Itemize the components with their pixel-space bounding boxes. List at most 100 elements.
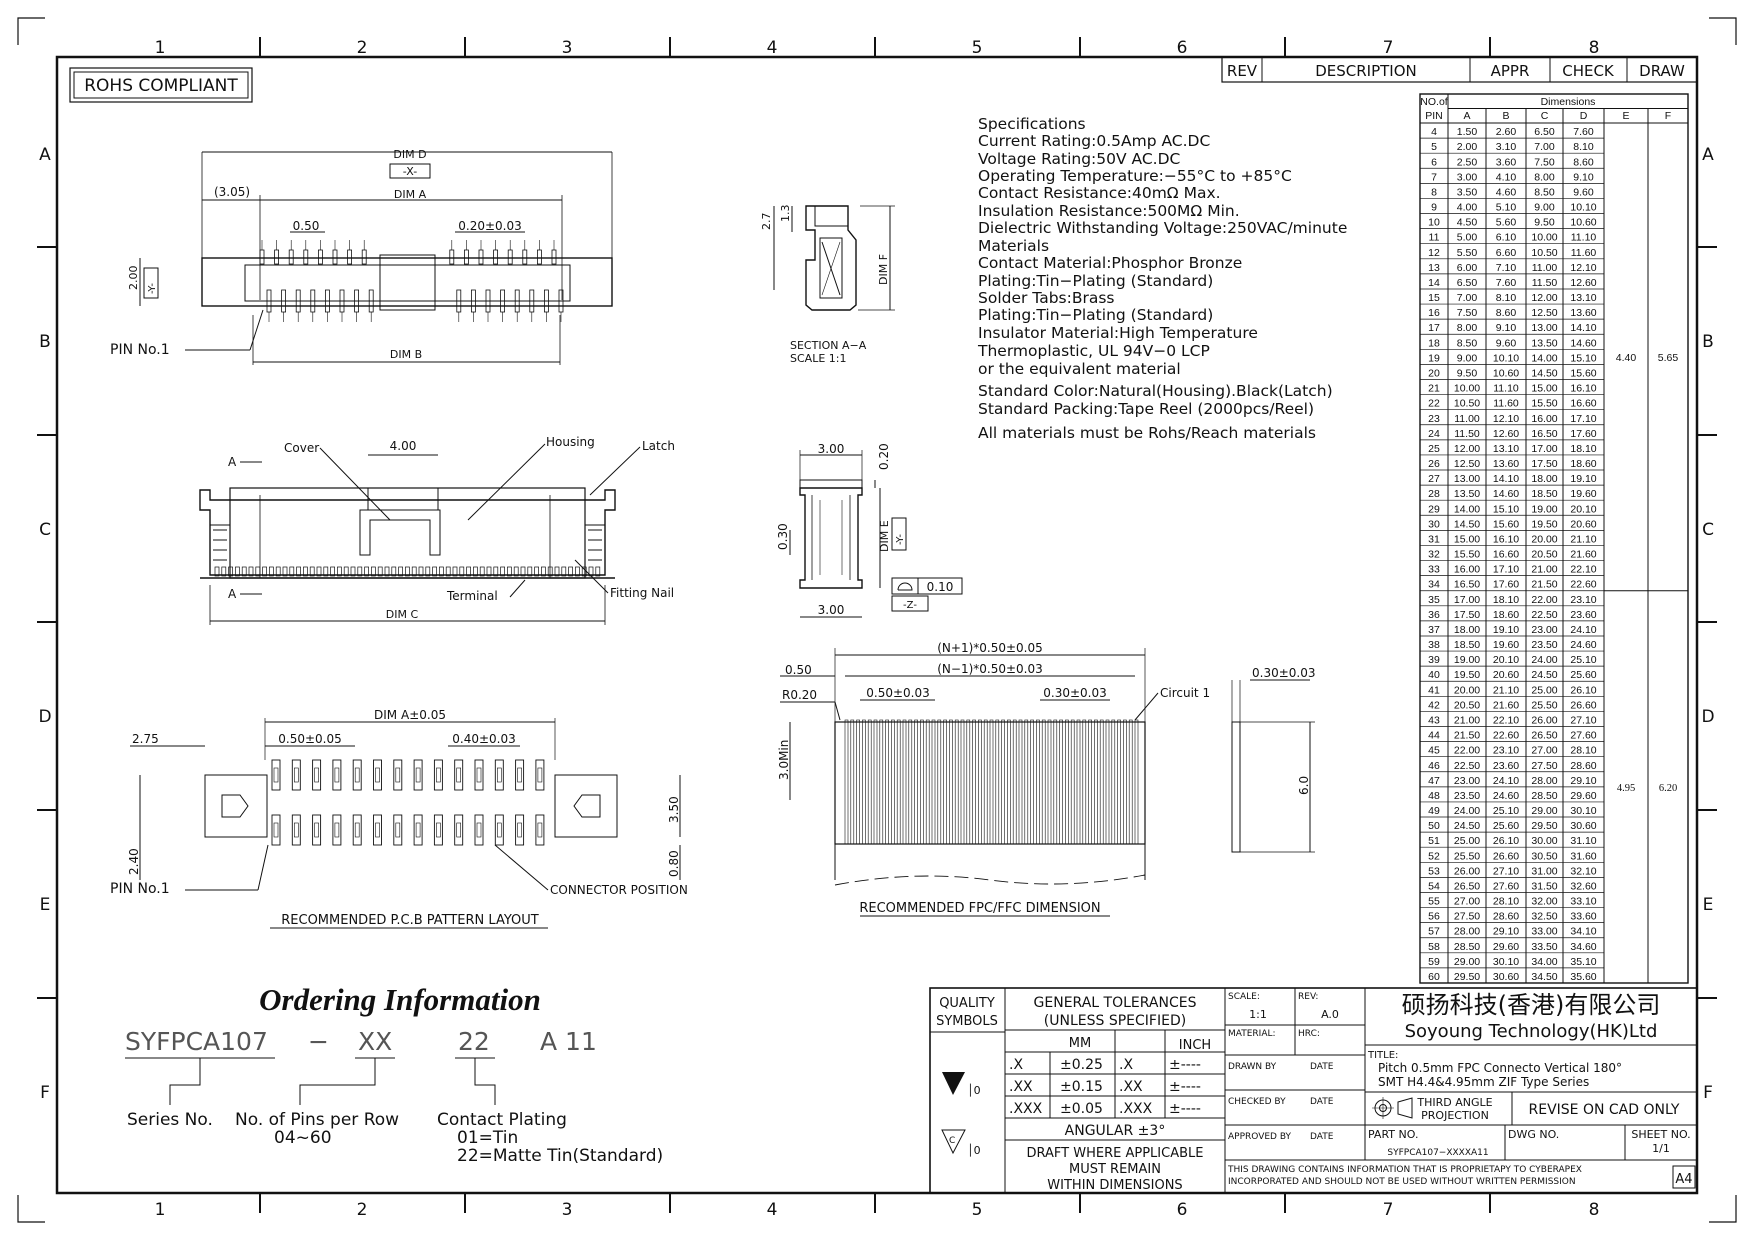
table-cell: 2.00 [1457, 141, 1478, 153]
table-cell: 13.00 [1531, 322, 1557, 334]
table-cell: 17 [1428, 322, 1440, 334]
table-cell: 26.00 [1454, 865, 1480, 877]
fpc-r020: R0.20 [782, 688, 817, 702]
section-a-bot: A [228, 587, 237, 601]
table-cell: 23.00 [1531, 624, 1557, 636]
dwg-no-label: DWG NO. [1508, 1128, 1559, 1141]
scale-value: 1:1 [1249, 1008, 1267, 1021]
code-dash: − [308, 1027, 329, 1056]
table-cell: 21.50 [1531, 579, 1557, 591]
table-cell: 4.10 [1496, 171, 1517, 183]
table-cell: 16.60 [1493, 549, 1519, 561]
table-cell: 11 [1429, 232, 1440, 244]
table-cell: 17.10 [1570, 413, 1596, 425]
table-cell: 20.10 [1570, 503, 1596, 515]
table-cell: 29.60 [1493, 941, 1519, 953]
front-view: Cover 4.00 Housing Latch A A Terminal Fi… [199, 435, 675, 625]
table-cell: 28.50 [1531, 790, 1557, 802]
sym-val-1: │0 [967, 1083, 981, 1097]
title-label: TITLE: [1367, 1050, 1398, 1061]
table-cell: 28.10 [1570, 745, 1596, 757]
table-cell: 23.00 [1454, 775, 1480, 787]
table-cell: 30 [1428, 518, 1440, 530]
table-cell: 24.00 [1531, 654, 1557, 666]
table-cell: 36 [1428, 609, 1440, 621]
checked-date-label: DATE [1310, 1097, 1334, 1107]
circuit-1-label: Circuit 1 [1160, 686, 1210, 700]
table-cell: 44 [1428, 730, 1440, 742]
code-series: SYFPCA107 [125, 1027, 268, 1056]
drawn-by-label: DRAWN BY [1228, 1062, 1277, 1072]
row-letter-right: C [1702, 520, 1714, 540]
table-f-group1: 5.65 [1658, 352, 1679, 364]
table-cell: 28 [1428, 488, 1440, 500]
table-cell: 19.60 [1493, 639, 1519, 651]
mm-label: MM [1069, 1036, 1091, 1051]
table-cell: 5.50 [1457, 247, 1478, 259]
table-cell: 2.50 [1457, 156, 1478, 168]
table-cell: 35.10 [1570, 956, 1596, 968]
dim-b-label: DIM B [390, 348, 422, 361]
table-cell: 25.60 [1493, 820, 1519, 832]
table-cell: 15.10 [1570, 352, 1596, 364]
table-f-group2: 6.20 [1659, 783, 1677, 794]
pcb-dim-a: DIM A±0.05 [374, 708, 446, 722]
datum-x-tag: -X- [403, 165, 417, 178]
col-number-top: 3 [562, 38, 573, 58]
sym-val-2: │0 [967, 1143, 981, 1157]
table-cell: 19.00 [1454, 654, 1480, 666]
table-cell: 11.50 [1454, 428, 1480, 440]
flatness-010: 0.10 [927, 580, 954, 594]
datum-y-tag-side: -Y- [895, 534, 906, 545]
table-cell: 23.60 [1493, 760, 1519, 772]
table-cell: 54 [1428, 880, 1440, 892]
spec-line: Plating:Tin−Plating (Standard) [978, 306, 1213, 324]
spec-line: Thermoplastic, UL 94V−0 LCP [977, 342, 1210, 360]
col-number-top: 8 [1589, 38, 1600, 58]
table-cell: 13.50 [1531, 337, 1557, 349]
spec-line: Dielectric Withstanding Voltage:250VAC/m… [978, 219, 1347, 237]
datum-y-tag: -Y- [147, 283, 158, 294]
table-cell: 30.10 [1493, 956, 1519, 968]
table-cell: 12.50 [1454, 458, 1480, 470]
spec-line: Standard Color:Natural(Housing).Black(La… [978, 382, 1333, 400]
table-cell: 33.00 [1531, 926, 1557, 938]
row-letter-left: A [39, 145, 51, 165]
table-cell: 30.00 [1531, 835, 1557, 847]
table-cell: 31.50 [1531, 880, 1557, 892]
table-cell: 3.50 [1457, 186, 1478, 198]
table-cell: 27.60 [1570, 730, 1596, 742]
inch-label: INCH [1179, 1038, 1211, 1053]
table-cell: 51 [1428, 835, 1440, 847]
table-cell: 31.10 [1570, 835, 1596, 847]
ordering-information: Ordering Information SYFPCA107 − XX 22 A… [125, 982, 663, 1166]
table-cell: 11.10 [1571, 232, 1597, 244]
table-cell: 21.50 [1454, 730, 1480, 742]
table-cell: 21.00 [1454, 715, 1480, 727]
table-cell: 38 [1428, 639, 1440, 651]
row-letter-right: B [1702, 332, 1714, 352]
fpc-p050b: 0.50±0.03 [866, 686, 930, 700]
table-col-head: D [1580, 110, 1588, 122]
table-cell: 26.10 [1493, 835, 1519, 847]
table-cell: 19.50 [1454, 669, 1480, 681]
tolerance-cell: ±0.15 [1060, 1079, 1103, 1095]
terminal-label: Terminal [446, 589, 498, 603]
draw-col: DRAW [1639, 62, 1685, 80]
table-cell: 25.60 [1570, 669, 1596, 681]
table-cell: 13.60 [1570, 307, 1596, 319]
table-cell: 49 [1428, 805, 1440, 817]
table-cell: 4.60 [1496, 186, 1517, 198]
table-cell: 17.60 [1493, 579, 1519, 591]
col-number-bottom: 1 [155, 1200, 166, 1220]
table-cell: 21.60 [1493, 699, 1519, 711]
table-cell: 9.50 [1457, 367, 1478, 379]
table-cell: 8.60 [1573, 156, 1594, 168]
table-cell: 15.10 [1493, 503, 1519, 515]
table-cell: 33.50 [1531, 941, 1557, 953]
draft-line2: MUST REMAIN [1069, 1162, 1161, 1177]
sheet-no-label: SHEET NO. [1631, 1128, 1690, 1141]
table-head-noof: NO.of [1420, 96, 1448, 108]
